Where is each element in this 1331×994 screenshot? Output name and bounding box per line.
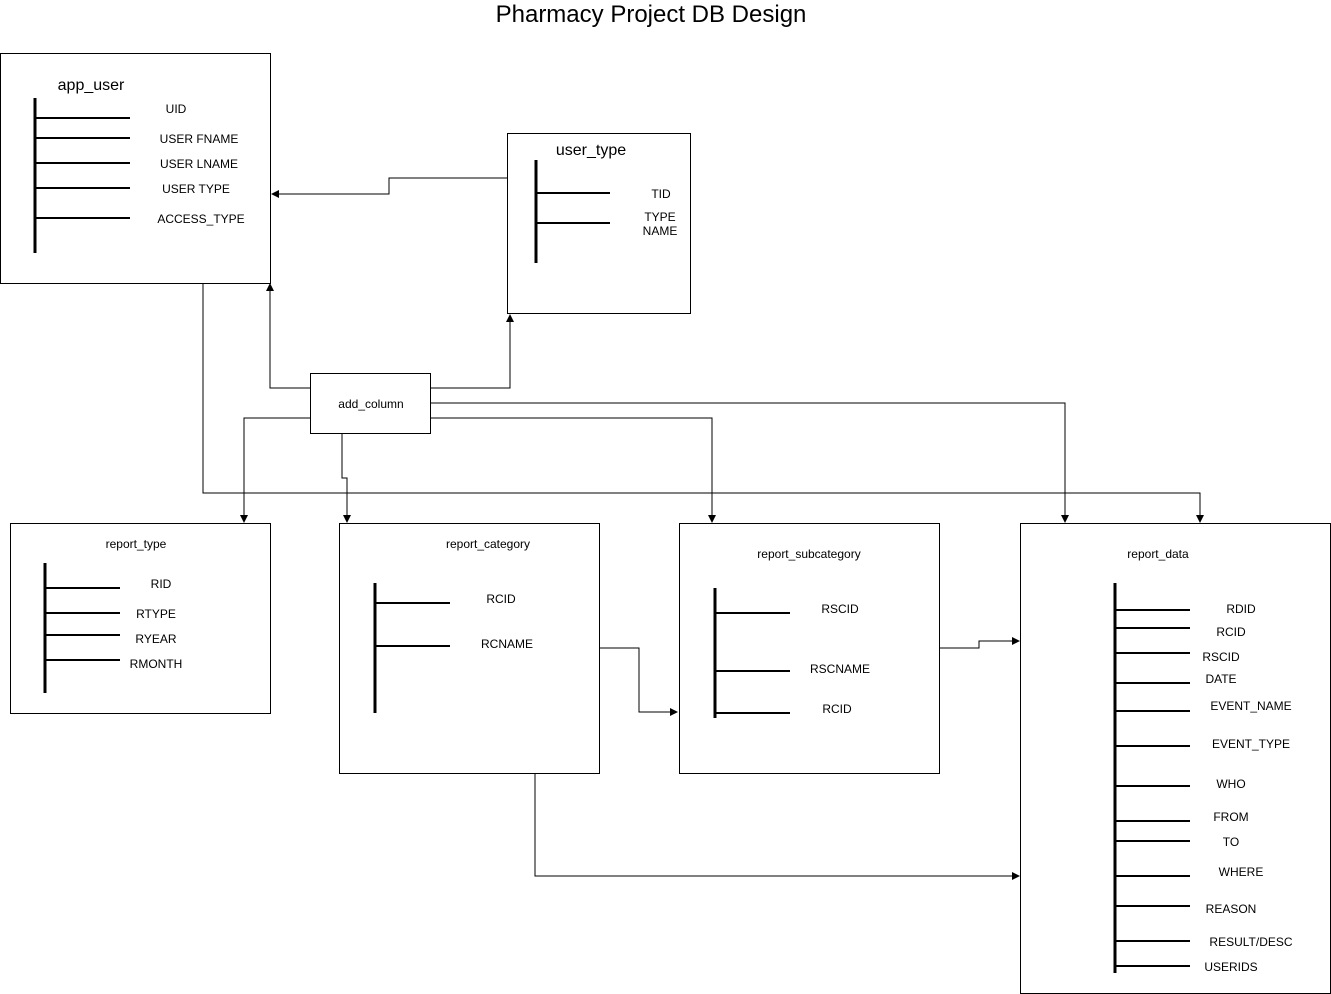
entity-report-subcategory: report_subcategory RSCID RSCNAME RCID — [679, 523, 940, 774]
entity-title: report_subcategory — [757, 547, 860, 561]
field-label: WHERE — [1219, 865, 1264, 879]
diagram-title: Pharmacy Project DB Design — [496, 1, 807, 28]
connector-add-column-to-app-user — [266, 283, 310, 389]
field-label: REASON — [1206, 902, 1257, 916]
field-label: RSCID — [821, 602, 859, 616]
field-label: RCID — [822, 702, 852, 716]
field-label: USER LNAME — [160, 157, 238, 171]
field-label: RESULT/DESC — [1209, 935, 1292, 949]
field-label: UID — [166, 102, 187, 116]
connectors — [202, 177, 1204, 880]
field-label: EVENT_TYPE — [1212, 737, 1290, 751]
field-label: EVENT_NAME — [1210, 699, 1291, 713]
field-label: TO — [1223, 835, 1239, 849]
field-label: RTYPE — [136, 607, 176, 621]
field-label: RCID — [1216, 625, 1246, 639]
connector-add-column-to-report-data — [430, 402, 1069, 523]
field-label: NAME — [643, 224, 678, 238]
entity-report-category: report_category RCID RCNAME — [339, 523, 600, 774]
connector-report-subcategory-to-report-data — [939, 637, 1020, 649]
field-label: FROM — [1213, 810, 1248, 824]
entity-title: report_data — [1127, 547, 1189, 561]
field-label: DATE — [1205, 672, 1236, 686]
field-label: USER FNAME — [160, 132, 239, 146]
entity-title: add_column — [338, 397, 403, 411]
connector-user-type-to-app-user — [271, 177, 507, 198]
entity-app-user: app_user UID USER FNAME USER LNAME USER … — [0, 53, 271, 284]
field-label: RCNAME — [481, 637, 533, 651]
field-label: RMONTH — [130, 657, 183, 671]
field-label: TID — [651, 187, 671, 201]
field-label: RCID — [486, 592, 516, 606]
field-label: WHO — [1216, 777, 1245, 791]
entity-add-column: add_column — [310, 373, 431, 434]
field-label: USERIDS — [1204, 960, 1257, 974]
entity-report-data: report_data RDID RCID RSCID DATE EVENT_N… — [1020, 523, 1331, 994]
connector-report-category-to-report-data — [534, 773, 1020, 880]
connector-add-column-to-report-type — [240, 417, 310, 523]
entity-title: user_type — [556, 142, 626, 159]
connector-add-column-to-report-subcategory — [430, 417, 716, 523]
field-label: RID — [151, 577, 172, 591]
field-label: RSCNAME — [810, 662, 870, 676]
connector-add-column-to-report-category — [341, 433, 351, 523]
entity-title: app_user — [58, 77, 125, 94]
entity-title: report_category — [446, 537, 530, 551]
connector-report-category-to-report-subcategory — [599, 647, 678, 716]
field-label: TYPE — [644, 210, 675, 224]
entity-title: report_type — [106, 537, 167, 551]
field-label: RSCID — [1202, 650, 1240, 664]
connector-add-column-to-user-type — [430, 314, 514, 389]
field-label: USER TYPE — [162, 182, 230, 196]
entity-user-type: user_type TID TYPE NAME — [507, 133, 691, 314]
field-label: RDID — [1226, 602, 1256, 616]
field-label: RYEAR — [135, 632, 176, 646]
connector-app-user-to-report-data — [202, 284, 1204, 523]
field-label: ACCESS_TYPE — [157, 212, 244, 226]
entity-report-type: report_type RID RTYPE RYEAR RMONTH — [10, 523, 271, 714]
